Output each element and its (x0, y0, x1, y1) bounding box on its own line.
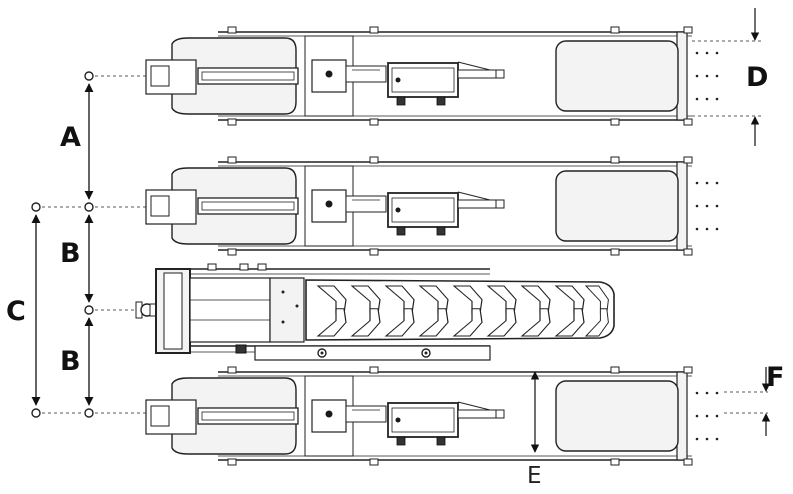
label-b-upper: B (60, 238, 81, 269)
row-unit-middle (145, 156, 720, 256)
label-a: A (60, 122, 81, 153)
label-e: E (527, 463, 542, 489)
label-d: D (746, 62, 768, 93)
reference-points (31, 71, 146, 418)
dimension-arrows (31, 8, 771, 453)
label-f: F (766, 362, 784, 393)
label-c: C (6, 296, 26, 327)
label-b-lower: B (60, 346, 81, 377)
row-unit-bottom (145, 366, 720, 466)
tire-unit (135, 263, 615, 361)
row-unit-top (145, 26, 720, 126)
